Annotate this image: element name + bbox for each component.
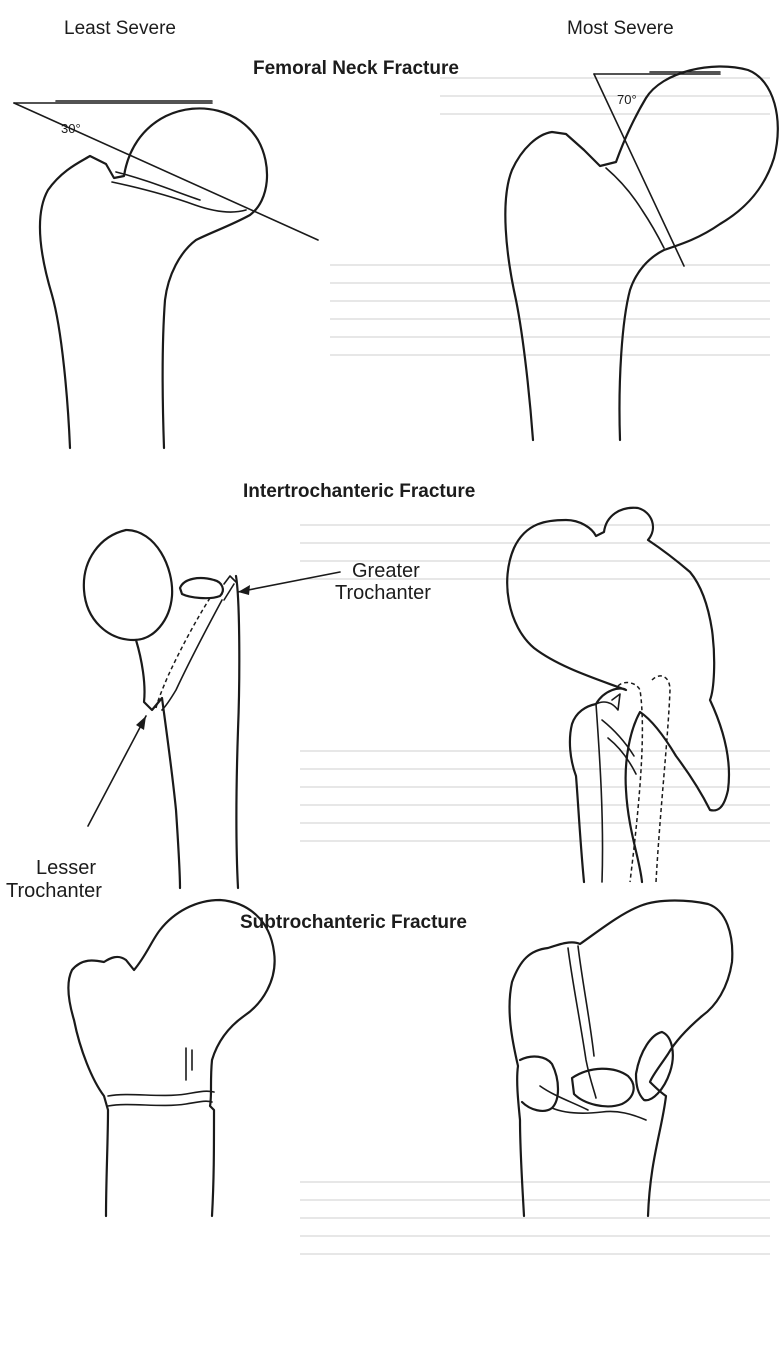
subtrochanteric-title: Subtrochanteric Fracture bbox=[240, 912, 467, 933]
lesser-trochanter-arrowhead bbox=[136, 716, 146, 730]
femoral-neck-title: Femoral Neck Fracture bbox=[253, 58, 459, 79]
lesser-trochanter-label-1: Lesser bbox=[36, 857, 96, 879]
greater-trochanter-label-1: Greater bbox=[352, 560, 420, 582]
intertrochanteric-most-severe-bone bbox=[507, 508, 729, 882]
greater-trochanter-label-2: Trochanter bbox=[335, 582, 431, 604]
greater-trochanter-arrowhead bbox=[238, 585, 250, 595]
lesser-trochanter-leader-line bbox=[88, 716, 146, 826]
least-severe-label: Least Severe bbox=[64, 18, 176, 39]
femoral-neck-least-severe-bone: 30° bbox=[14, 101, 318, 448]
subtrochanteric-most-severe-bone bbox=[510, 901, 733, 1217]
femoral-neck-angle-30: 30° bbox=[61, 121, 81, 136]
lesser-trochanter-label-2: Trochanter bbox=[6, 880, 102, 902]
most-severe-label: Most Severe bbox=[567, 18, 674, 39]
intertrochanteric-least-severe-bone: Greater Trochanter Lesser Trochanter bbox=[6, 530, 431, 902]
greater-trochanter-leader-line bbox=[238, 572, 340, 592]
intertrochanteric-title: Intertrochanteric Fracture bbox=[243, 481, 475, 502]
subtrochanteric-least-severe-bone bbox=[68, 900, 274, 1216]
femoral-neck-angle-70: 70° bbox=[617, 92, 637, 107]
background-bleed-through bbox=[300, 78, 770, 1254]
femoral-neck-most-severe-bone: 70° bbox=[505, 66, 777, 440]
